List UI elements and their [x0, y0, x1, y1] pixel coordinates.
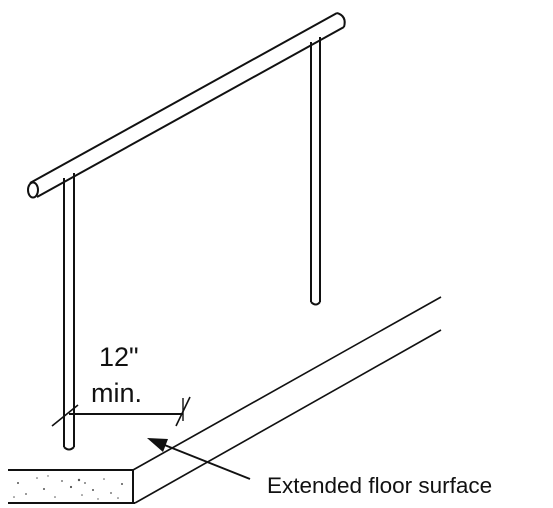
- extended-floor-surface-label: Extended floor surface: [267, 473, 492, 498]
- callout-arrow: [147, 438, 251, 480]
- dimension-value: 12": [99, 342, 139, 372]
- sloped-surface-edges: [132, 296, 442, 504]
- right-post: [310, 37, 321, 306]
- dimension-tick-left: [51, 404, 79, 427]
- handrail-left-end: [27, 181, 39, 199]
- left-post: [63, 173, 75, 451]
- handrail: [27, 12, 346, 199]
- handrail-right-end: [336, 12, 346, 28]
- concrete-texture: [13, 475, 123, 500]
- floor-slab: [8, 469, 135, 504]
- dimension-line: [51, 396, 191, 427]
- arrowhead: [147, 438, 168, 452]
- dimension-qualifier: min.: [91, 378, 142, 408]
